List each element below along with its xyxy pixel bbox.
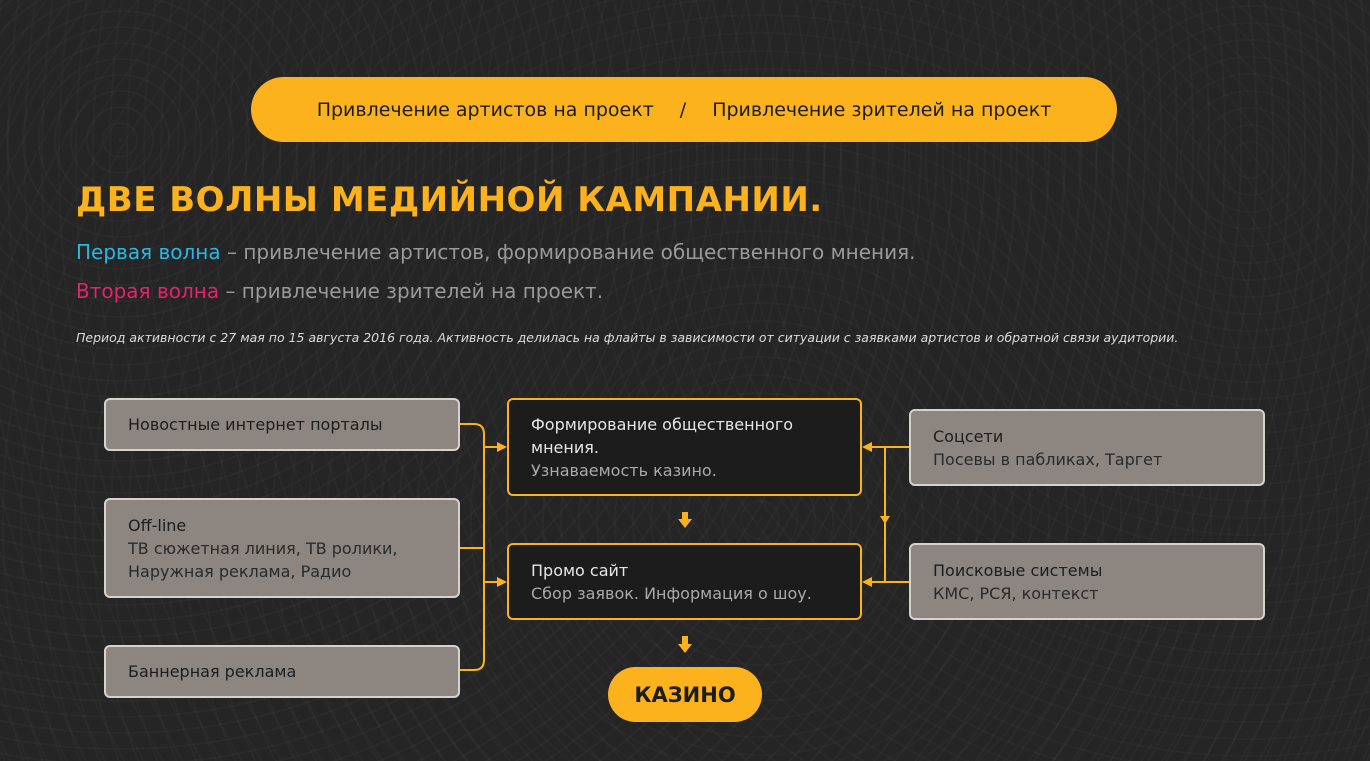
box-search-sub: КМС, РСЯ, контекст <box>933 583 1099 603</box>
box-offline-sub: ТВ сюжетная линия, ТВ ролики, Наружная р… <box>128 538 398 581</box>
page-title: ДВЕ ВОЛНЫ МЕДИЙНОЙ КАМПАНИИ. <box>76 180 823 220</box>
box-social-title: Соцсети <box>933 426 1004 446</box>
arrow-down-1-head <box>678 519 692 528</box>
activity-note: Период активности с 27 мая по 15 августа… <box>76 330 1179 345</box>
box-promo-site-sub: Сбор заявок. Информация о шоу. <box>531 583 812 603</box>
arrow-down-right <box>880 516 890 524</box>
box-public-opinion-sub: Узнаваемость казино. <box>531 460 717 480</box>
arrow-to-center-2 <box>497 577 507 587</box>
wave1-line: Первая волна – привлечение артистов, фор… <box>76 240 916 264</box>
box-public-opinion: Формирование общественного мнения. Узнав… <box>507 398 862 496</box>
wave2-line: Вторая волна – привлечение зрителей на п… <box>76 279 603 303</box>
box-news-portals-title: Новостные интернет порталы <box>128 415 383 434</box>
box-promo-site: Промо сайт Сбор заявок. Информация о шоу… <box>507 543 862 620</box>
connector-right-1 <box>884 446 909 582</box>
box-offline-title: Off-line <box>128 515 187 535</box>
box-promo-site-title: Промо сайт <box>531 560 629 580</box>
header-pill: Привлечение артистов на проект / Привлеч… <box>251 77 1117 142</box>
box-social-sub: Посевы в пабликах, Таргет <box>933 449 1163 469</box>
arrow-to-center-1 <box>497 442 507 452</box>
box-offline: Off-line ТВ сюжетная линия, ТВ ролики, Н… <box>104 498 460 598</box>
box-search: Поисковые системы КМС, РСЯ, контекст <box>909 543 1265 620</box>
arrow-down-1-stem <box>682 512 688 520</box>
box-social: Соцсети Посевы в пабликах, Таргет <box>909 409 1265 486</box>
arrow-down-2-stem <box>682 636 688 644</box>
header-left-text: Привлечение артистов на проект <box>316 98 654 121</box>
wave1-text: – привлечение артистов, формирование общ… <box>220 240 916 264</box>
header-right-text: Привлечение зрителей на проект <box>712 98 1052 121</box>
box-public-opinion-title: Формирование общественного мнения. <box>531 414 794 457</box>
box-banner-title: Баннерная реклама <box>128 662 297 681</box>
wave1-label: Первая волна <box>76 240 221 264</box>
box-banner: Баннерная реклама <box>104 645 460 698</box>
box-search-title: Поисковые системы <box>933 560 1103 580</box>
casino-label: КАЗИНО <box>634 682 736 707</box>
arrow-down-2-head <box>678 644 692 653</box>
wave2-text: – привлечение зрителей на проект. <box>219 279 604 303</box>
box-news-portals: Новостные интернет порталы <box>104 398 460 451</box>
header-separator: / <box>679 98 687 121</box>
casino-pill: КАЗИНО <box>608 667 762 722</box>
arrow-from-right-1 <box>862 442 872 452</box>
arrow-from-right-2 <box>862 577 872 587</box>
wave2-label: Вторая волна <box>76 279 220 303</box>
